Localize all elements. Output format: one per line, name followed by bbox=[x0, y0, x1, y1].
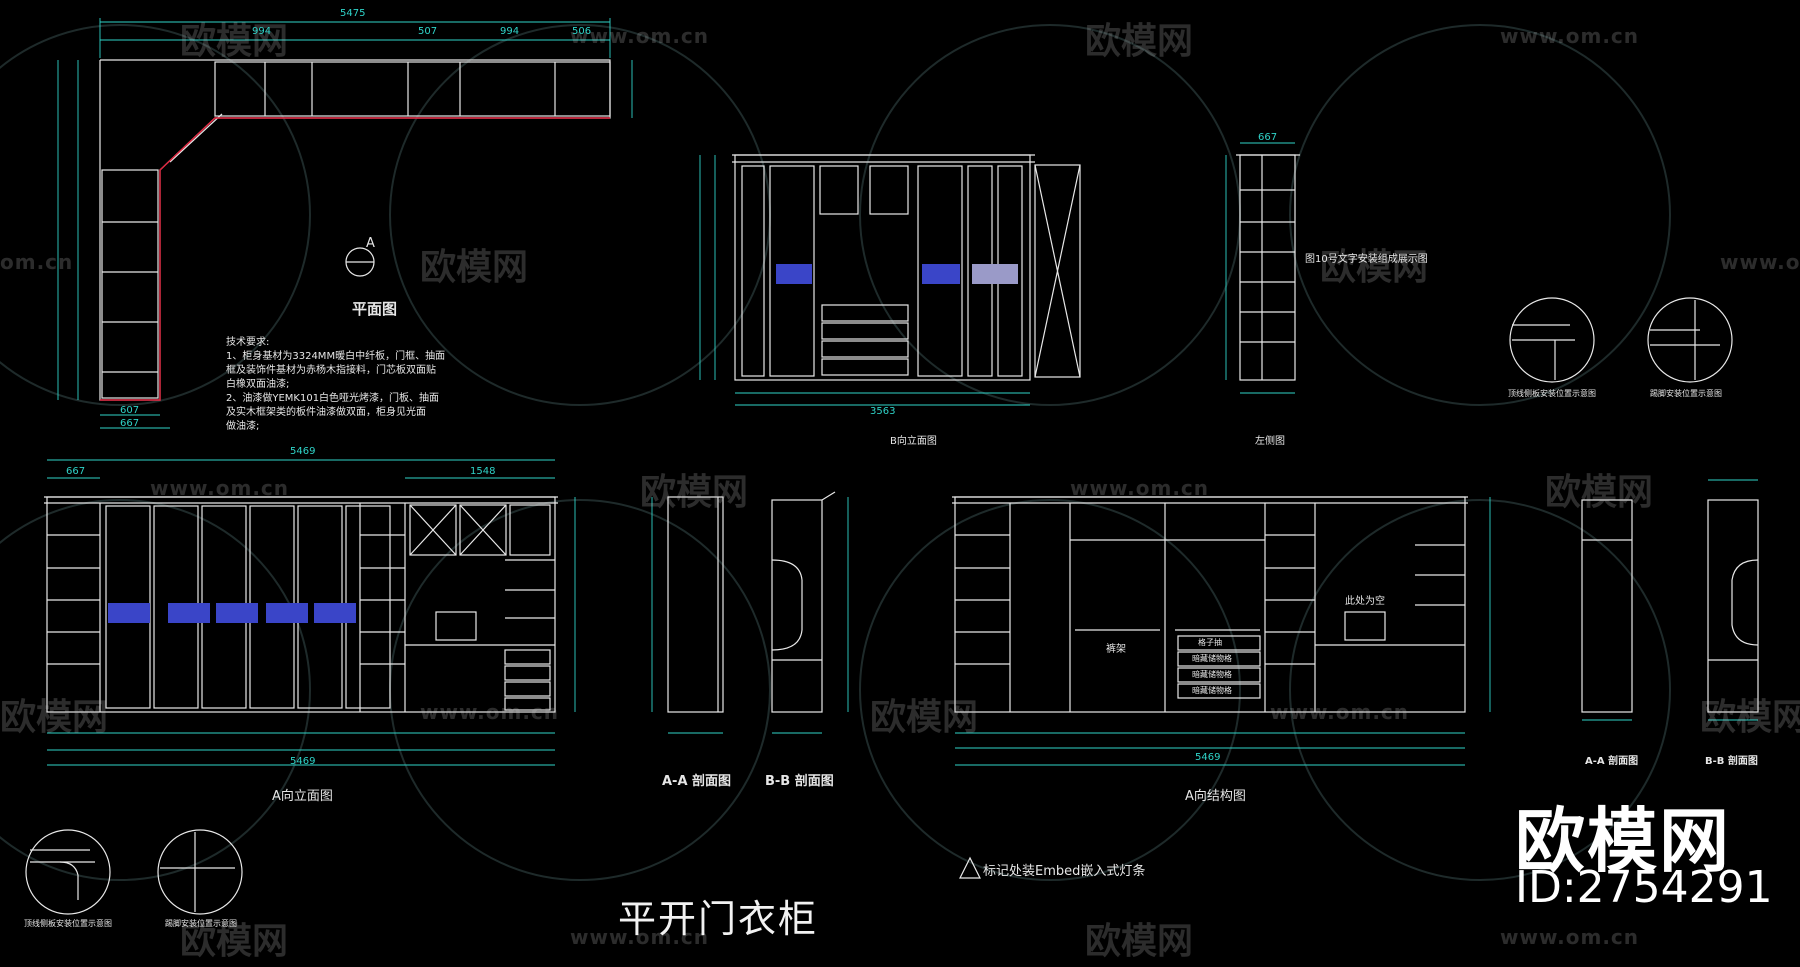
left-side-label: 左侧图 bbox=[1255, 436, 1285, 447]
detail-circle-1 bbox=[1509, 297, 1595, 383]
bb-section-small-label: B-B 剖面图 bbox=[1705, 756, 1758, 767]
watermark-url: www.om.cn bbox=[570, 925, 710, 949]
aa-section-small bbox=[1581, 499, 1633, 713]
detail-caption-3: 顶线侧板安装位置示意图 bbox=[24, 919, 112, 928]
detail-circle-4 bbox=[157, 829, 243, 915]
watermark-url: www.om.cn bbox=[1500, 925, 1640, 949]
b-elevation bbox=[732, 154, 1081, 381]
tech-line: 白橡双面油漆; bbox=[226, 379, 290, 390]
bb-section-small bbox=[1707, 499, 1759, 713]
hanger-label: 裤架 bbox=[1106, 644, 1126, 655]
a-structure-dims bbox=[955, 497, 1491, 766]
plan-dimensions bbox=[57, 18, 633, 429]
detail-circle-3 bbox=[25, 829, 111, 915]
watermark-url: www.om.cn bbox=[1070, 476, 1210, 500]
plan-dim-bottom-1: 607 bbox=[120, 405, 140, 416]
b-elev-total: 3563 bbox=[870, 406, 896, 417]
a-elev-total: 5469 bbox=[290, 446, 316, 457]
watermark-brand: 欧模网 bbox=[1320, 247, 1429, 288]
embed-light-note: 标记处装Embed嵌入式灯条 bbox=[983, 864, 1146, 879]
drawer-label: 暗藏储物格 bbox=[1192, 654, 1232, 663]
watermark-brand: 欧模网 bbox=[1085, 921, 1194, 962]
aa-section-small-label: A-A 剖面图 bbox=[1585, 756, 1639, 767]
plan-dim-4: 506 bbox=[572, 26, 592, 37]
b-elevation-dims bbox=[699, 155, 1030, 406]
plan-dim-2: 507 bbox=[418, 26, 438, 37]
plan-dim-3: 994 bbox=[500, 26, 520, 37]
section-marker-label: A bbox=[366, 236, 375, 251]
tech-line: 框及装饰件基材为赤杨木指接料，门芯板双面贴 bbox=[226, 365, 436, 376]
plan-title: 平面图 bbox=[352, 300, 398, 318]
plan-dim-bottom-2: 667 bbox=[120, 418, 140, 429]
plan-red-edge bbox=[100, 117, 610, 401]
aa-section bbox=[667, 496, 724, 713]
a-elev-total-bottom: 5469 bbox=[290, 756, 316, 767]
drawer-label: 暗藏储物格 bbox=[1192, 686, 1232, 695]
watermark-brand: 欧模网 bbox=[640, 472, 749, 513]
a-struct-label: A向结构图 bbox=[1185, 789, 1246, 804]
embed-triangle-icon bbox=[959, 856, 981, 879]
empty-note: 此处为空 bbox=[1345, 596, 1385, 607]
left-side-dims bbox=[1225, 142, 1295, 394]
a-elevation-glass bbox=[108, 603, 356, 623]
section-marker bbox=[345, 247, 375, 277]
watermark-brand: 欧模网 bbox=[0, 697, 109, 738]
main-title: 平开门衣柜 bbox=[618, 897, 819, 941]
brand-logo-text: 欧模网 bbox=[1515, 800, 1731, 882]
watermark-brand: 欧模网 bbox=[1545, 472, 1654, 513]
side-width: 667 bbox=[1258, 132, 1278, 143]
tech-requirements: 技术要求: 1、柜身基材为3324MM暖白中纤板，门框、抽面 框及装饰件基材为赤… bbox=[226, 336, 446, 434]
a-elev-sub-left: 667 bbox=[66, 466, 86, 477]
b-elev-note: 图10号文字安装组成展示图 bbox=[1305, 254, 1428, 265]
detail-circle-2 bbox=[1647, 297, 1733, 383]
tech-line: 1、柜身基材为3324MM暖白中纤板，门框、抽面 bbox=[226, 351, 446, 362]
watermark-url: www.om.cn bbox=[150, 476, 290, 500]
drawer-label: 格子抽 bbox=[1198, 638, 1222, 647]
tech-line: 做油漆; bbox=[226, 421, 260, 432]
a-structure bbox=[952, 496, 1468, 713]
plan-dim-total: 5475 bbox=[340, 8, 366, 19]
tech-line: 及实木框架类的板件油漆做双面，柜身见光面 bbox=[226, 407, 426, 418]
drawer-label: 暗藏储物格 bbox=[1192, 670, 1232, 679]
small-section-dims bbox=[1582, 479, 1758, 721]
watermark-brand: 欧模网 bbox=[870, 697, 979, 738]
watermark-brand: 欧模网 bbox=[420, 247, 529, 288]
watermark-circles bbox=[0, 24, 1671, 881]
detail-caption-2: 踢脚安装位置示意图 bbox=[1650, 389, 1722, 398]
watermark-url: om.cn bbox=[0, 250, 74, 274]
b-elev-label: B向立面图 bbox=[890, 436, 937, 447]
watermark-url: www.om.cn bbox=[1720, 250, 1800, 274]
watermark-url: www.om.cn bbox=[570, 24, 710, 48]
watermark-brand: 欧模网 bbox=[180, 21, 289, 62]
watermark-url: www.om.cn bbox=[1500, 24, 1640, 48]
watermark-brand: 欧模网 bbox=[180, 921, 289, 962]
struct-total: 5469 bbox=[1195, 752, 1221, 763]
left-side-view bbox=[1236, 154, 1300, 381]
aa-section-label: A-A 剖面图 bbox=[662, 774, 732, 789]
a-elev-label: A向立面图 bbox=[272, 789, 333, 804]
watermark-url: www.om.cn bbox=[420, 700, 560, 724]
detail-caption-1: 顶线侧板安装位置示意图 bbox=[1508, 389, 1596, 398]
a-elevation-dims bbox=[47, 459, 576, 766]
watermark-brand: 欧模网 bbox=[1085, 21, 1194, 62]
watermark-brand: 欧模网 bbox=[1700, 697, 1800, 738]
detail-caption-4: 踢脚安装位置示意图 bbox=[165, 919, 237, 928]
tech-line: 技术要求: bbox=[226, 337, 270, 348]
a-elev-sub-mid: 1548 bbox=[470, 466, 496, 477]
bb-section-label: B-B 剖面图 bbox=[765, 774, 834, 789]
section-dims bbox=[651, 497, 849, 734]
tech-line: 2、油漆做YEMK101白色哑光烤漆，门板、抽面 bbox=[226, 393, 440, 404]
b-elevation-glass bbox=[776, 264, 1018, 284]
watermark-url: www.om.cn bbox=[1270, 700, 1410, 724]
bb-section bbox=[771, 491, 836, 713]
plan-dim-1: 994 bbox=[252, 26, 272, 37]
model-id: ID:2754291 bbox=[1515, 862, 1773, 913]
